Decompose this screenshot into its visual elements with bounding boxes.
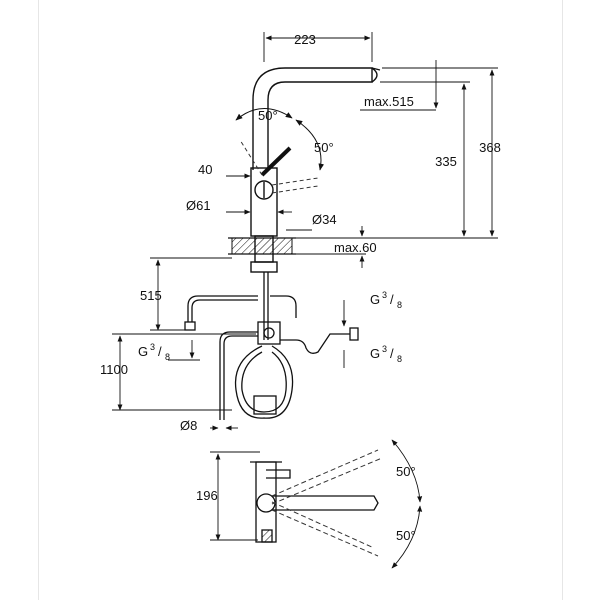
angle-arcs-elevation [235, 108, 324, 171]
lever-swing-hidden [239, 139, 319, 194]
label-dia-8: Ø8 [180, 418, 197, 433]
label-angle-50-right: 50° [314, 140, 334, 155]
dimension-lines-plan [210, 439, 423, 569]
countertop [228, 237, 296, 255]
svg-text:G: G [138, 344, 148, 359]
label-dia-34: Ø34 [312, 212, 337, 227]
svg-text:G: G [370, 346, 380, 361]
faucet-plan-view [250, 461, 379, 543]
label-335: 335 [435, 154, 457, 169]
svg-text:3: 3 [150, 342, 155, 352]
svg-text:/: / [390, 292, 394, 307]
faucet-body [250, 167, 278, 237]
mount-nut [250, 261, 278, 273]
label-max-60: max.60 [334, 240, 377, 255]
lever-hub [254, 180, 274, 200]
label-g38-right-bottom: G 3 / 8 [370, 344, 402, 364]
label-g38-right-top: G 3 / 8 [370, 290, 402, 310]
svg-text:3: 3 [382, 344, 387, 354]
label-196: 196 [196, 488, 218, 503]
label-dia-61: Ø61 [186, 198, 211, 213]
supply-hoses [184, 272, 359, 420]
frame-rule-right [562, 0, 563, 600]
plan-swing-hidden [271, 449, 383, 557]
svg-text:8: 8 [165, 352, 170, 362]
svg-text:/: / [158, 344, 162, 359]
label-g38-left: G 3 / 8 [138, 342, 170, 362]
label-angle-50-top: 50° [258, 108, 278, 123]
svg-text:/: / [390, 346, 394, 361]
label-515: 515 [140, 288, 162, 303]
dimension-lines [112, 32, 498, 431]
label-40: 40 [198, 162, 212, 177]
svg-text:8: 8 [397, 354, 402, 364]
lever-handle [260, 146, 292, 177]
label-max-515: max.515 [364, 94, 414, 109]
label-angle-50-plan-top: 50° [396, 464, 416, 479]
frame-rule-left [38, 0, 39, 600]
label-angle-50-plan-bottom: 50° [396, 528, 416, 543]
spout-nozzle [371, 67, 378, 83]
label-223: 223 [294, 32, 316, 47]
spout-outline [252, 67, 373, 170]
svg-text:G: G [370, 292, 380, 307]
svg-text:8: 8 [397, 300, 402, 310]
label-368: 368 [479, 140, 501, 155]
svg-text:3: 3 [382, 290, 387, 300]
label-1100: 1100 [100, 362, 128, 377]
faucet-elevation [250, 67, 381, 273]
